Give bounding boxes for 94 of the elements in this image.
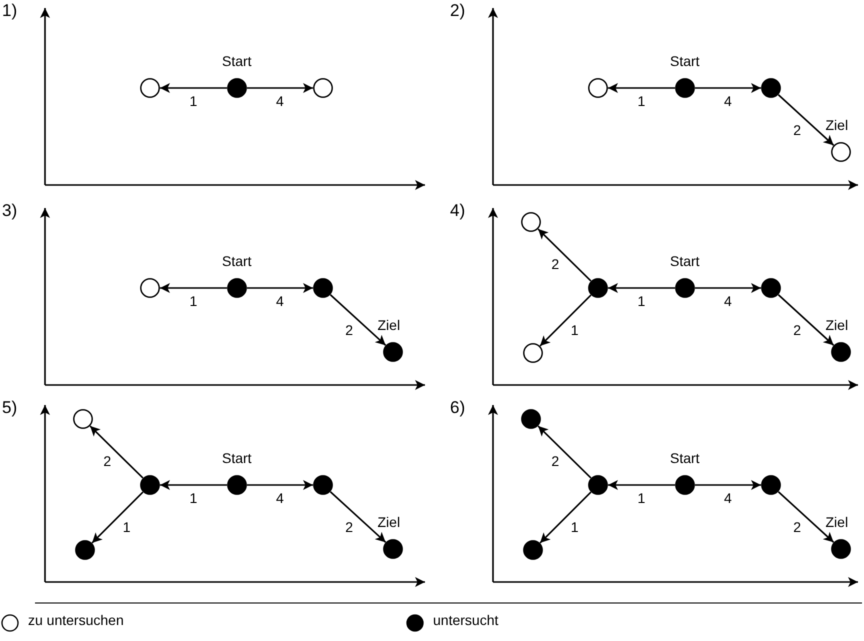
filled-circle (761, 78, 781, 98)
edge-label: 2 (345, 520, 354, 534)
edge-label: 4 (276, 294, 284, 308)
edge-label: 2 (793, 520, 802, 534)
edge-label: 1 (190, 94, 198, 108)
arrow (778, 491, 834, 543)
edge-label: 4 (724, 94, 732, 108)
filled-circle (761, 278, 781, 298)
filled-circle (761, 475, 781, 495)
arrow (608, 480, 675, 490)
filled-circle (313, 475, 333, 495)
node-caption: Start (670, 451, 700, 465)
panel-number: 1) (2, 2, 18, 19)
node-caption: Ziel (378, 515, 400, 529)
arrow (538, 228, 592, 282)
open-circle (523, 343, 543, 363)
arrow (330, 294, 386, 346)
open-circle (588, 78, 608, 98)
arrow (330, 491, 386, 543)
arrow (540, 294, 592, 346)
arrow (160, 480, 227, 490)
filled-circle (675, 475, 695, 495)
open-circle (521, 212, 541, 232)
node-caption: Start (222, 451, 252, 465)
edge-label: 1 (638, 491, 646, 505)
edge-label: 2 (793, 322, 802, 337)
arrow (695, 283, 761, 293)
open-circle (313, 78, 333, 98)
edge-label: 1 (570, 322, 578, 337)
node-caption: Ziel (826, 515, 848, 529)
filled-circle (75, 540, 95, 560)
arrow (695, 83, 761, 93)
edge-label: 1 (570, 520, 578, 534)
edge-label: 1 (122, 520, 130, 534)
edge-label: 4 (724, 491, 732, 505)
filled-circle (831, 342, 851, 362)
arrow (160, 283, 227, 293)
filled-circle (675, 78, 695, 98)
edge-label: 1 (190, 294, 198, 308)
node-caption: Start (222, 54, 252, 68)
filled-circle (383, 342, 403, 362)
node-caption: Start (670, 254, 700, 268)
node-caption: Ziel (378, 318, 400, 332)
open-circle (140, 78, 160, 98)
arrow (92, 492, 144, 544)
node-caption: Ziel (826, 318, 848, 332)
arrow (540, 492, 592, 544)
arrow (247, 480, 313, 490)
open-circle (831, 142, 851, 162)
edge-label: 2 (551, 257, 560, 272)
edge-label: 1 (638, 294, 646, 308)
filled-circle (588, 475, 608, 495)
node-caption: Ziel (826, 118, 848, 132)
panel-number: 2) (450, 2, 466, 19)
arrow (695, 480, 761, 490)
filled-circle (523, 540, 543, 560)
edge-label: 4 (276, 491, 284, 505)
edge-label: 2 (345, 322, 354, 337)
arrow (778, 94, 834, 146)
arrow (247, 283, 313, 293)
open-circle (140, 278, 160, 298)
legend-text: untersucht (433, 613, 498, 627)
filled-circle (831, 539, 851, 559)
arrow (160, 83, 227, 93)
legend-text: zu untersuchen (28, 613, 124, 627)
edge-label: 4 (724, 294, 732, 308)
filled-circle (588, 278, 608, 298)
filled-circle (140, 475, 160, 495)
panel-number: 4) (450, 202, 466, 219)
filled-circle (675, 278, 695, 298)
arrow (247, 83, 313, 93)
node-caption: Start (670, 54, 700, 68)
filled-circle (521, 409, 541, 429)
filled-circle (227, 475, 247, 495)
edge-label: 2 (103, 454, 112, 468)
filled-circle (227, 278, 247, 298)
edge-label: 2 (793, 122, 802, 137)
filled-circle (227, 78, 247, 98)
arrow (608, 83, 675, 93)
arrow (90, 425, 144, 479)
arrow (778, 294, 834, 346)
arrow (608, 283, 675, 293)
edge-label: 1 (190, 491, 198, 505)
edge-label: 1 (638, 94, 646, 108)
panel-number: 6) (450, 399, 466, 416)
filled-circle (313, 278, 333, 298)
open-circle (73, 409, 93, 429)
filled-circle (383, 539, 403, 559)
edge-label: 4 (276, 94, 284, 108)
panel-number: 5) (2, 399, 18, 416)
node-caption: Start (222, 254, 252, 268)
edge-label: 2 (551, 454, 560, 468)
panel-number: 3) (2, 202, 18, 219)
arrow (538, 425, 592, 479)
